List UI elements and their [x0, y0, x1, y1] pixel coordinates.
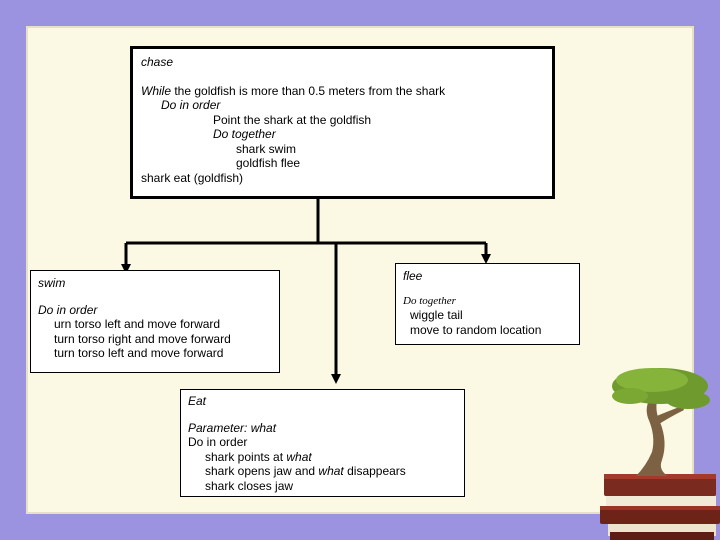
while-condition: the goldfish is more than 0.5 meters fro… — [171, 83, 446, 98]
eat-step-2: shark opens jaw and what disappears — [188, 464, 457, 479]
chase-shark-swim: shark swim — [236, 141, 297, 156]
chase-goldfish-flee: goldfish flee — [236, 156, 301, 170]
eat-box: Eat Parameter: what Do in order shark po… — [180, 389, 465, 497]
chase-do-in-order: Do in order — [161, 98, 221, 112]
chase-point-line: Point the shark at the goldfish — [213, 112, 372, 127]
eat-step-2-suffix: disappears — [343, 464, 406, 478]
flee-title: flee — [403, 269, 423, 283]
eat-title: Eat — [188, 394, 207, 408]
swim-do-in-order: Do in order — [38, 302, 98, 317]
swim-step-2: turn torso right and move forward — [54, 331, 231, 346]
chase-while-line: While the goldfish is more than 0.5 mete… — [141, 84, 544, 99]
flee-do-together: Do together — [403, 294, 456, 307]
eat-step-1-text: shark points at — [205, 449, 287, 464]
while-keyword: While — [141, 83, 172, 98]
chase-shark-eat: shark eat (goldfish) — [141, 170, 244, 185]
chase-do-together: Do together — [213, 127, 276, 141]
flee-box: flee Do together wiggle tail move to ran… — [395, 263, 580, 345]
swim-title: swim — [38, 276, 66, 290]
eat-step-2-text: shark opens jaw and — [205, 464, 319, 478]
swim-step-3: turn torso left and move forward — [54, 346, 224, 360]
eat-do-in-order: Do in order — [188, 435, 248, 449]
chase-box: chase While the goldfish is more than 0.… — [130, 46, 555, 199]
eat-step-1: shark points at what — [188, 450, 457, 465]
eat-step-3: shark closes jaw — [205, 478, 294, 493]
swim-step-1: urn torso left and move forward — [54, 317, 221, 331]
swim-box: swim Do in order urn torso left and move… — [30, 270, 280, 373]
eat-parameter: Parameter: what — [188, 420, 277, 435]
swim-arrowhead — [121, 264, 131, 274]
tree-on-books-illustration — [600, 368, 720, 540]
flee-arrowhead — [481, 254, 491, 264]
eat-step-2-what: what — [318, 464, 344, 478]
eat-arrowhead — [331, 374, 341, 384]
eat-step-1-what: what — [286, 449, 312, 464]
chase-title: chase — [141, 55, 174, 69]
flee-step-2: move to random location — [410, 322, 542, 337]
flee-step-1: wiggle tail — [410, 308, 463, 322]
